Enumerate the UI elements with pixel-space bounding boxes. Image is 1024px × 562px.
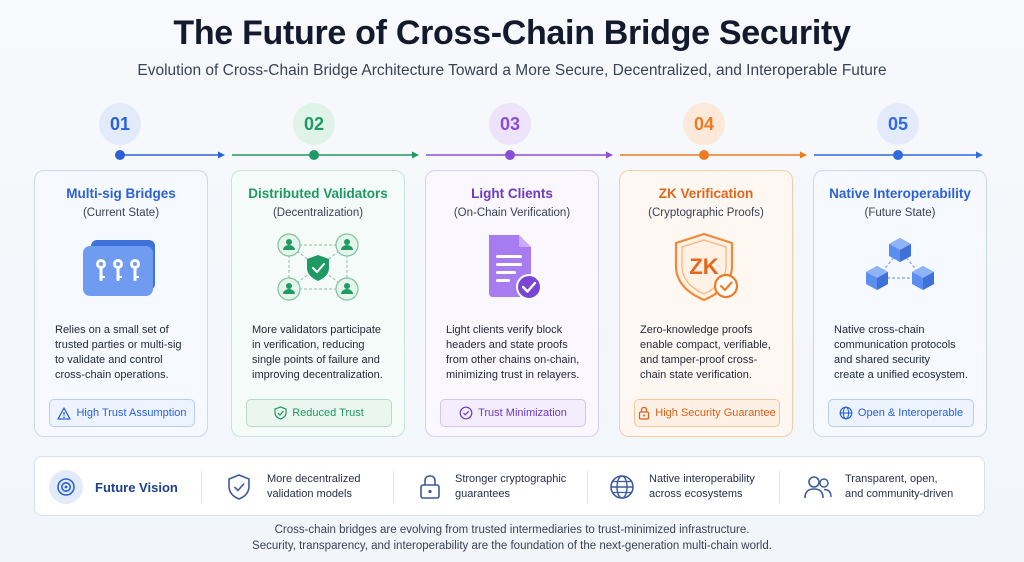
document-check-icon bbox=[426, 227, 598, 307]
shield-check-icon bbox=[274, 406, 287, 420]
vision-item-community: Transparent, open,and community-driven bbox=[803, 457, 953, 517]
card-subtitle: (Future State) bbox=[864, 207, 936, 219]
zk-shield-icon: ZK bbox=[620, 227, 792, 307]
stage-cards: Multi-sig Bridges (Current State) Relies… bbox=[34, 170, 989, 438]
step-number-4: 04 bbox=[683, 103, 725, 145]
tag-high-security-guarantee: High Security Guarantee bbox=[634, 399, 780, 427]
card-title: ZK Verification bbox=[658, 186, 754, 201]
tag-reduced-trust: Reduced Trust bbox=[246, 399, 392, 427]
card-light-clients: Light Clients (On-Chain Verification) Li… bbox=[425, 170, 599, 437]
tag-high-trust-assumption: High Trust Assumption bbox=[49, 399, 195, 427]
timeline: 01 02 03 04 05 bbox=[0, 0, 1024, 170]
page-subtitle: Evolution of Cross-Chain Bridge Architec… bbox=[137, 62, 887, 79]
warning-icon bbox=[57, 406, 72, 420]
svg-text:ZK: ZK bbox=[689, 254, 718, 279]
globe-icon bbox=[839, 406, 853, 420]
globe-icon bbox=[610, 475, 634, 499]
check-circle-icon bbox=[459, 406, 473, 420]
keys-folder-icon bbox=[35, 227, 207, 307]
timeline-line bbox=[115, 150, 983, 160]
page-title: The Future of Cross-Chain Bridge Securit… bbox=[173, 14, 851, 52]
card-title: Light Clients bbox=[471, 186, 553, 201]
users-icon bbox=[804, 476, 832, 499]
step-number-1: 01 bbox=[99, 103, 141, 145]
card-zk-verification: ZK Verification (Cryptographic Proofs) Z… bbox=[619, 170, 793, 437]
footer-note: Cross-chain bridges are evolving from tr… bbox=[252, 524, 772, 552]
card-multisig-bridges: Multi-sig Bridges (Current State) Relies… bbox=[34, 170, 208, 437]
card-subtitle: (On-Chain Verification) bbox=[453, 207, 571, 219]
card-subtitle: (Decentralization) bbox=[272, 207, 364, 219]
tag-open-interoperable: Open & Interoperable bbox=[828, 399, 974, 427]
future-vision-label: Future Vision bbox=[49, 457, 178, 517]
tag-trust-minimization: Trust Minimization bbox=[440, 399, 586, 427]
card-subtitle: (Cryptographic Proofs) bbox=[648, 207, 764, 219]
card-subtitle: (Current State) bbox=[82, 207, 160, 219]
validator-network-icon bbox=[232, 227, 404, 307]
step-number-2: 02 bbox=[293, 103, 335, 145]
card-title: Distributed Validators bbox=[248, 186, 388, 201]
card-native-interoperability: Native Interoperability (Future State) bbox=[813, 170, 987, 437]
step-number-5: 05 bbox=[877, 103, 919, 145]
card-title: Native Interoperability bbox=[829, 186, 971, 201]
card-distributed-validators: Distributed Validators (Decentralization… bbox=[231, 170, 405, 437]
card-title: Multi-sig Bridges bbox=[66, 186, 176, 201]
cubes-network-icon bbox=[814, 227, 986, 307]
lock-icon bbox=[639, 406, 650, 420]
target-icon bbox=[49, 470, 83, 504]
step-number-3: 03 bbox=[489, 103, 531, 145]
lock-icon bbox=[420, 475, 440, 499]
shield-icon bbox=[228, 474, 250, 500]
